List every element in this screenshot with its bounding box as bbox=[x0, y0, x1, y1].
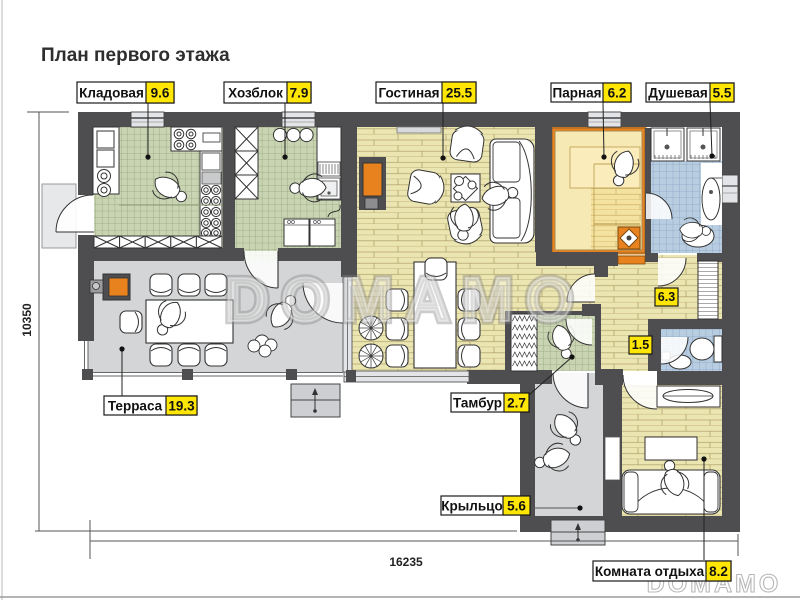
svg-text:Парная: Парная bbox=[553, 86, 602, 101]
svg-text:Хозблок: Хозблок bbox=[228, 86, 283, 101]
svg-text:10350: 10350 bbox=[20, 303, 34, 337]
svg-text:Тамбур: Тамбур bbox=[453, 396, 502, 411]
svg-text:DOMAMO: DOMAMO bbox=[224, 266, 585, 335]
svg-text:Гостиная: Гостиная bbox=[378, 86, 439, 101]
svg-text:Комната отдыха: Комната отдыха bbox=[595, 564, 705, 579]
svg-text:9.6: 9.6 bbox=[151, 86, 170, 101]
svg-text:Кладовая: Кладовая bbox=[79, 86, 144, 101]
svg-text:5.5: 5.5 bbox=[713, 86, 732, 101]
svg-text:16235: 16235 bbox=[389, 555, 423, 569]
svg-text:6.3: 6.3 bbox=[658, 290, 675, 304]
svg-text:Душевая: Душевая bbox=[648, 86, 708, 101]
svg-text:2.7: 2.7 bbox=[507, 396, 526, 411]
svg-text:25.5: 25.5 bbox=[446, 86, 473, 101]
svg-text:19.3: 19.3 bbox=[168, 399, 195, 414]
svg-text:7.9: 7.9 bbox=[290, 86, 309, 101]
svg-text:8.2: 8.2 bbox=[709, 564, 728, 579]
svg-text:План первого этажа: План первого этажа bbox=[41, 45, 230, 66]
svg-text:DOMAMO: DOMAMO bbox=[224, 266, 585, 335]
svg-text:6.2: 6.2 bbox=[608, 86, 627, 101]
svg-text:5.6: 5.6 bbox=[507, 499, 526, 514]
svg-text:1.5: 1.5 bbox=[632, 338, 649, 352]
svg-text:Крыльцо: Крыльцо bbox=[441, 499, 502, 514]
svg-text:Терраса: Терраса bbox=[108, 399, 163, 414]
